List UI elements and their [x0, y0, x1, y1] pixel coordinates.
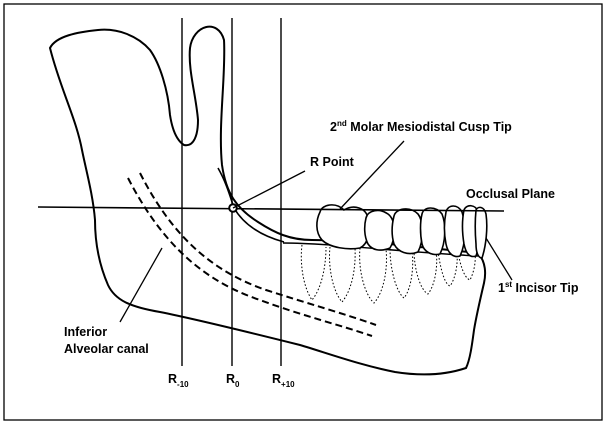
molar-cusp-label: 2nd Molar Mesiodistal Cusp Tip: [330, 119, 512, 134]
molar-label-pre: 2: [330, 120, 337, 134]
r-plus10-base: R: [272, 372, 281, 386]
r-minus10-sub: -10: [177, 380, 189, 389]
canal-label-line2: Alveolar canal: [64, 342, 149, 356]
incisor-label-pre: 1: [498, 281, 505, 295]
incisor-label-post: Incisor Tip: [512, 281, 579, 295]
tooth-crowns: [317, 205, 487, 258]
inferior-alveolar-canal: [128, 173, 376, 336]
incisor-tip-leader: [486, 238, 512, 280]
r0-base: R: [226, 372, 235, 386]
r0-sub: 0: [235, 380, 240, 389]
molar-cusp-leader: [340, 141, 404, 209]
r-plus10-label: R+10: [272, 372, 295, 389]
mandible-outline: [50, 27, 485, 375]
r-minus10-base: R: [168, 372, 177, 386]
r0-label: R0: [226, 372, 240, 389]
molar-label-post: Molar Mesiodistal Cusp Tip: [347, 120, 512, 134]
r-point-label: R Point: [310, 155, 355, 169]
incisor-tip-label: 1st Incisor Tip: [498, 280, 579, 295]
r-minus10-label: R-10: [168, 372, 189, 389]
canal-label-line1: Inferior: [64, 325, 107, 339]
molar-label-sup: nd: [337, 119, 347, 128]
r-plus10-sub: +10: [281, 380, 295, 389]
r-point-leader: [233, 171, 305, 208]
occlusal-plane-label: Occlusal Plane: [466, 187, 555, 201]
